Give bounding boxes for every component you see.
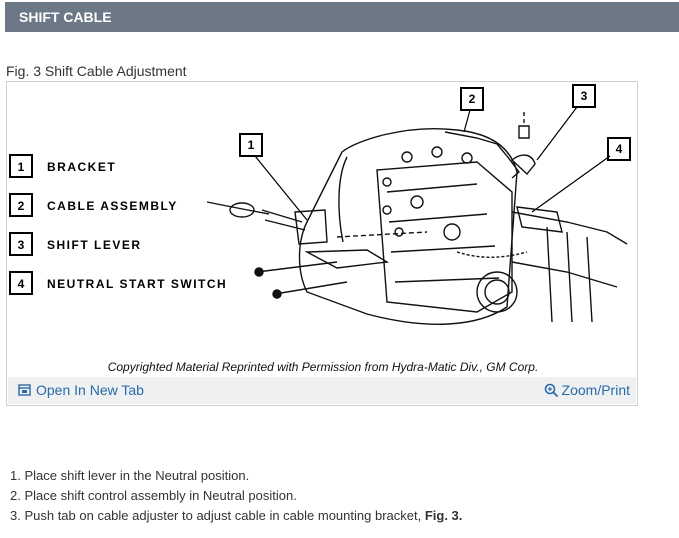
callout-2: 2	[460, 87, 484, 133]
figure-reference: Fig. 3.	[424, 508, 463, 523]
transmission-drawing	[206, 112, 628, 325]
zoom-print-link[interactable]: Zoom/Print	[544, 382, 630, 398]
open-in-new-tab-link[interactable]: Open In New Tab	[18, 382, 144, 398]
open-new-tab-icon	[18, 384, 31, 396]
step-3-text: 3. Push tab on cable adjuster to adjust …	[10, 508, 425, 523]
legend-label: NEUTRAL START SWITCH	[47, 277, 227, 291]
legend-number: 4	[18, 277, 25, 291]
open-in-new-tab-label: Open In New Tab	[36, 382, 144, 398]
section-header: SHIFT CABLE	[5, 2, 679, 32]
callout-4: 4	[531, 137, 631, 213]
step-2: 2. Place shift control assembly in Neutr…	[10, 488, 297, 503]
zoom-print-label: Zoom/Print	[561, 382, 630, 398]
svg-text:1: 1	[248, 138, 255, 152]
svg-text:2: 2	[469, 92, 476, 106]
copyright-notice: Copyrighted Material Reprinted with Perm…	[108, 360, 539, 374]
legend-label: CABLE ASSEMBLY	[47, 199, 178, 213]
legend-item-1: 1 BRACKET	[9, 154, 116, 178]
callout-1: 1	[239, 133, 308, 221]
legend-item-2: 2 CABLE ASSEMBLY	[9, 193, 178, 217]
legend-number: 1	[18, 160, 25, 174]
instruction-steps: 1. Place shift lever in the Neutral posi…	[10, 466, 462, 526]
legend-item-4: 4 NEUTRAL START SWITCH	[9, 271, 227, 295]
legend-number: 2	[18, 199, 25, 213]
zoom-icon	[544, 383, 558, 397]
legend-label: BRACKET	[47, 160, 116, 174]
step-3: 3. Push tab on cable adjuster to adjust …	[10, 506, 462, 526]
legend-item-3: 3 SHIFT LEVER	[9, 232, 142, 256]
legend-label: SHIFT LEVER	[47, 238, 142, 252]
figure-caption: Fig. 3 Shift Cable Adjustment	[6, 63, 187, 79]
callout-3: 3	[536, 84, 596, 161]
figure-footer: Open In New Tab Zoom/Print	[8, 377, 636, 404]
figure-frame: 1 BRACKET 2 CABLE ASSEMBLY 3 SHIFT LEVER…	[6, 81, 638, 406]
svg-text:4: 4	[616, 142, 623, 156]
shift-cable-diagram: 1 BRACKET 2 CABLE ASSEMBLY 3 SHIFT LEVER…	[9, 84, 631, 374]
step-1: 1. Place shift lever in the Neutral posi…	[10, 468, 250, 483]
section-title: SHIFT CABLE	[19, 9, 112, 25]
legend-number: 3	[18, 238, 25, 252]
svg-text:3: 3	[581, 89, 588, 103]
